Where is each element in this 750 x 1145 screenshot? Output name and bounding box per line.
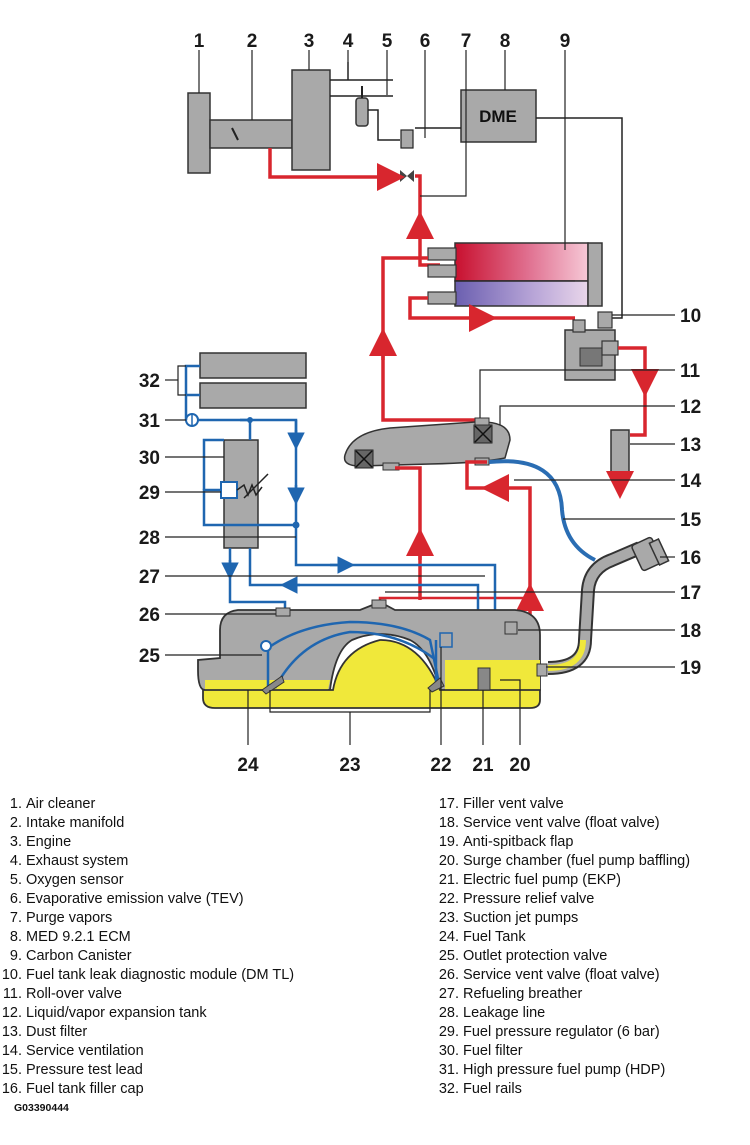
callout-28: 28 (139, 528, 160, 549)
carbon-canister (427, 242, 603, 307)
legend-item-22: 22.Pressure relief valve (438, 891, 595, 907)
legend-item-1: 1.Air cleaner (9, 796, 96, 812)
callout-4: 4 (343, 31, 354, 52)
callout-13: 13 (680, 435, 701, 456)
callout-11: 11 (680, 361, 701, 382)
filler-cap-icon (631, 536, 670, 572)
callout-31: 31 (139, 411, 161, 432)
purge-line (268, 148, 405, 191)
legend-item-7: 7.Purge vapors (9, 910, 113, 926)
callout-10: 10 (680, 306, 701, 327)
suction-jet-pump-left (261, 675, 285, 695)
legend-item-27: 27.Refueling breather (438, 986, 583, 1002)
legend-item-30: 30.Fuel filter (438, 1043, 523, 1059)
callout-17: 17 (680, 583, 701, 604)
callout-9: 9 (560, 31, 571, 52)
service-vent-valve-left (275, 607, 291, 617)
callout-15: 15 (680, 510, 702, 531)
air-cleaner (187, 92, 211, 174)
legend-item-23: 23.Suction jet pumps (438, 910, 579, 926)
outlet-protection-valve (260, 640, 272, 652)
callout-29: 29 (139, 483, 160, 504)
callout-numbers: 1 2 3 4 5 6 7 8 9 10 11 12 13 14 15 16 1… (139, 31, 702, 776)
callout-23: 23 (339, 755, 360, 776)
pressure-regulator (220, 473, 269, 499)
legend-item-16: 16.Fuel tank filler cap (1, 1081, 144, 1097)
oxygen-sensor (355, 86, 400, 141)
dust-filter (606, 429, 634, 499)
legend-item-9: 9.Carbon Canister (9, 948, 132, 964)
legend-item-15: 15.Pressure test lead (1, 1062, 143, 1078)
filler-vent-valve (371, 599, 387, 609)
engine (291, 69, 331, 171)
legend-item-20: 20.Surge chamber (fuel pump baffling) (438, 853, 691, 869)
filler-neck (547, 541, 643, 675)
hdp-pump (185, 413, 199, 427)
callout-22: 22 (430, 755, 451, 776)
legend-item-5: 5.Oxygen sensor (9, 872, 124, 888)
legend-item-18: 18.Service vent valve (float valve) (438, 815, 660, 831)
callout-25: 25 (139, 646, 161, 667)
callout-3: 3 (304, 31, 315, 52)
tank-vent-line (395, 466, 422, 600)
legend-item-31: 31.High pressure fuel pump (HDP) (438, 1062, 666, 1078)
callout-8: 8 (500, 31, 511, 52)
callout-12: 12 (680, 397, 701, 418)
legend-item-25: 25.Outlet protection valve (438, 948, 608, 964)
legend-item-2: 2.Intake manifold (9, 815, 125, 831)
intake-manifold (209, 119, 293, 149)
legend-item-32: 32.Fuel rails (438, 1081, 522, 1097)
suction-jet-pump-right (427, 677, 445, 693)
fuel-tank (197, 601, 541, 709)
leader-lines (165, 50, 675, 745)
pressure-test-lead (488, 459, 596, 562)
callout-30: 30 (139, 448, 160, 469)
legend-item-4: 4.Exhaust system (9, 853, 129, 869)
service-vent-line (465, 460, 532, 620)
legend-item-6: 6.Evaporative emission valve (TEV) (9, 891, 244, 907)
legend-item-19: 19.Anti-spitback flap (438, 834, 574, 850)
legend-item-24: 24.Fuel Tank (438, 929, 526, 945)
legend-item-10: 10.Fuel tank leak diagnostic module (DM … (1, 967, 295, 983)
callout-19: 19 (680, 658, 701, 679)
callout-24: 24 (237, 755, 259, 776)
legend-item-13: 13.Dust filter (1, 1024, 88, 1040)
callout-14: 14 (680, 471, 702, 492)
anti-spitback-flap (536, 663, 548, 677)
callout-5: 5 (382, 31, 393, 52)
legend-item-14: 14.Service ventilation (1, 1043, 144, 1059)
callout-21: 21 (472, 755, 494, 776)
callout-6: 6 (420, 31, 431, 52)
callout-1: 1 (194, 31, 205, 52)
dmtl-module (564, 311, 619, 381)
figure-code: G03390444 (14, 1102, 69, 1114)
tev-valve (400, 129, 414, 182)
service-vent-valve-right (504, 621, 518, 635)
callout-26: 26 (139, 605, 160, 626)
legend-item-21: 21.Electric fuel pump (EKP) (438, 872, 621, 888)
legend-item-11: 11.Roll-over valve (2, 986, 122, 1002)
fuel-rails (199, 352, 307, 409)
legend-item-28: 28.Leakage line (438, 1005, 546, 1021)
ecm-box: DME (415, 89, 623, 319)
expansion-tank (343, 417, 511, 471)
callout-7: 7 (461, 31, 472, 52)
dmtl-to-filter-line (618, 346, 647, 437)
callout-16: 16 (680, 548, 701, 569)
legend-item-29: 29.Fuel pressure regulator (6 bar) (438, 1024, 660, 1040)
legend-item-17: 17.Filler vent valve (438, 796, 564, 812)
pressure-relief-valve (439, 632, 453, 648)
callout-18: 18 (680, 621, 701, 642)
callout-20: 20 (509, 755, 530, 776)
legend-item-26: 26.Service vent valve (float valve) (438, 967, 660, 983)
callout-32: 32 (139, 371, 160, 392)
callout-27: 27 (139, 567, 160, 588)
legend-item-8: 8.MED 9.2.1 ECM (9, 929, 131, 945)
ecm-box-label: DME (479, 107, 517, 126)
legend-item-12: 12.Liquid/vapor expansion tank (1, 1005, 207, 1021)
fuel-system-diagram: DME (139, 31, 702, 776)
legend-item-3: 3.Engine (9, 834, 72, 850)
callout-2: 2 (247, 31, 258, 52)
filler-vent-line (378, 596, 530, 605)
